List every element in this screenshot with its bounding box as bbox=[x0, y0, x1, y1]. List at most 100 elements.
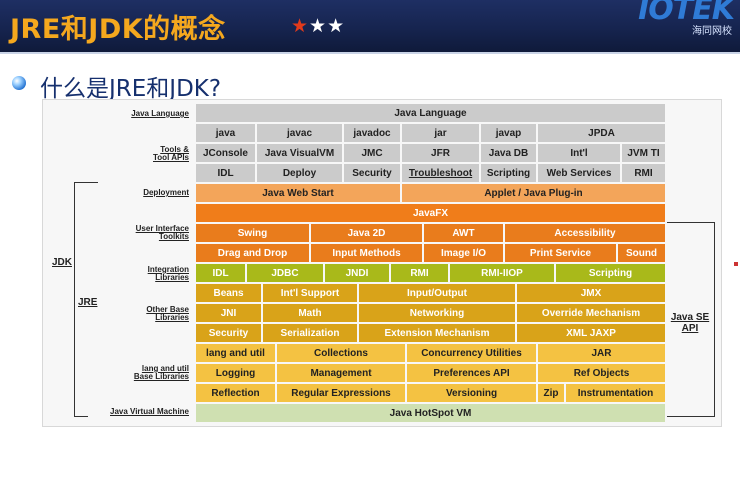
label-integration-2: Libraries bbox=[155, 273, 189, 282]
cell-scripting: Scripting bbox=[555, 263, 666, 283]
cell-javadoc: javadoc bbox=[343, 123, 401, 143]
cell-java-db: Java DB bbox=[480, 143, 537, 163]
cell-jvm-ti: JVM TI bbox=[621, 143, 666, 163]
cell-java-web-start: Java Web Start bbox=[195, 183, 401, 203]
label-other-base-1: Other Base bbox=[146, 305, 189, 314]
cell-intl: Int'l bbox=[537, 143, 621, 163]
java-se-api-label-1: Java SE bbox=[670, 312, 710, 323]
cell-input-output: Input/Output bbox=[358, 283, 516, 303]
cell-collections: Collections bbox=[276, 343, 406, 363]
cell-awt: AWT bbox=[423, 223, 504, 243]
java-se-api-bracket-bottom bbox=[667, 416, 715, 417]
cell-ref-objects: Ref Objects bbox=[537, 363, 666, 383]
java-platform-diagram: Java Language Tools & Tool APIs Deployme… bbox=[42, 99, 722, 427]
logo-mark: IOTEK bbox=[638, 0, 735, 27]
cell-java-2d: Java 2D bbox=[310, 223, 423, 243]
cell-drag-and-drop: Drag and Drop bbox=[195, 243, 310, 263]
java-se-api-bracket bbox=[714, 222, 715, 416]
cell-preferences-api: Preferences API bbox=[406, 363, 537, 383]
label-other-base-2: Libraries bbox=[155, 313, 189, 322]
cell-java-visualvm: Java VisualVM bbox=[256, 143, 343, 163]
cell-java: java bbox=[195, 123, 256, 143]
cell-networking: Networking bbox=[358, 303, 516, 323]
cell-troubleshoot: Troubleshoot bbox=[401, 163, 480, 183]
cell-serialization: Serialization bbox=[262, 323, 358, 343]
label-tools-1: Tools & bbox=[160, 145, 189, 154]
cell-deploy: Deploy bbox=[256, 163, 343, 183]
cell-jni: JNI bbox=[195, 303, 262, 323]
cell-logging: Logging bbox=[195, 363, 276, 383]
cell-concurrency-utilities: Concurrency Utilities bbox=[406, 343, 537, 363]
brand-logo: IOTEK 海同网校 bbox=[624, 0, 740, 37]
cell-instrumentation: Instrumentation bbox=[565, 383, 666, 403]
cell-reflection: Reflection bbox=[195, 383, 276, 403]
jdk-label: JDK bbox=[52, 257, 73, 268]
cell-image-io: Image I/O bbox=[423, 243, 504, 263]
label-java-language: Java Language bbox=[131, 109, 189, 118]
star-icon: ★ bbox=[309, 16, 328, 37]
cell-jar: JAR bbox=[537, 343, 666, 363]
cell-idl-tools: IDL bbox=[195, 163, 256, 183]
cell-jfr: JFR bbox=[401, 143, 480, 163]
cell-applet-plugin: Applet / Java Plug-in bbox=[401, 183, 666, 203]
cell-javac: javac bbox=[256, 123, 343, 143]
label-integration-1: Integration bbox=[147, 265, 189, 274]
cell-jpda: JPDA bbox=[537, 123, 666, 143]
section-heading: 什么是JRE和JDK? bbox=[40, 76, 222, 102]
label-ui-toolkits-1: User Interface bbox=[135, 224, 189, 233]
cell-versioning: Versioning bbox=[406, 383, 537, 403]
cell-security: Security bbox=[195, 323, 262, 343]
cell-jmc: JMC bbox=[343, 143, 401, 163]
cell-java-hotspot-vm: Java HotSpot VM bbox=[195, 403, 666, 423]
cell-jar: jar bbox=[401, 123, 480, 143]
cell-override-mechanism: Override Mechanism bbox=[516, 303, 666, 323]
cell-idl: IDL bbox=[195, 263, 246, 283]
label-ui-toolkits-2: Toolkits bbox=[158, 232, 189, 241]
jdk-bracket bbox=[74, 182, 75, 417]
cell-regular-expressions: Regular Expressions bbox=[276, 383, 406, 403]
cell-intl-support: Int'l Support bbox=[262, 283, 358, 303]
cell-accessibility: Accessibility bbox=[504, 223, 666, 243]
cell-xml-jaxp: XML JAXP bbox=[516, 323, 666, 343]
label-lang-util-1: lang and util bbox=[141, 364, 189, 373]
cell-management: Management bbox=[276, 363, 406, 383]
cell-jndi: JNDI bbox=[324, 263, 390, 283]
title-bar: JRE和JDK的概念 ★★★ IOTEK 海同网校 bbox=[0, 0, 740, 52]
header-divider bbox=[0, 52, 740, 54]
cell-jmx: JMX bbox=[516, 283, 666, 303]
label-tools-2: Tool APIs bbox=[153, 153, 189, 162]
cell-jconsole: JConsole bbox=[195, 143, 256, 163]
label-jvm: Java Virtual Machine bbox=[110, 407, 189, 416]
cell-security-tools: Security bbox=[343, 163, 401, 183]
cell-scripting-tools: Scripting bbox=[480, 163, 537, 183]
bullet-icon bbox=[12, 76, 26, 90]
cell-zip: Zip bbox=[537, 383, 565, 403]
red-marker bbox=[734, 262, 738, 266]
cell-input-methods: Input Methods bbox=[310, 243, 423, 263]
cell-rmi: RMI bbox=[390, 263, 449, 283]
difficulty-stars: ★★★ bbox=[291, 15, 345, 38]
jdk-bracket-top bbox=[74, 182, 98, 183]
cell-javap: javap bbox=[480, 123, 537, 143]
cell-web-services: Web Services bbox=[537, 163, 621, 183]
java-se-api-bracket-top bbox=[667, 222, 715, 223]
cell-sound: Sound bbox=[617, 243, 666, 263]
label-lang-util-2: Base Libraries bbox=[133, 372, 189, 381]
slide-title: JRE和JDK的概念 bbox=[10, 14, 226, 45]
star-icon: ★ bbox=[327, 16, 346, 37]
jre-label: JRE bbox=[78, 297, 98, 308]
cell-rmi-tools: RMI bbox=[621, 163, 666, 183]
java-se-api-label-2: API bbox=[681, 323, 699, 334]
cell-jdbc: JDBC bbox=[246, 263, 324, 283]
cell-swing: Swing bbox=[195, 223, 310, 243]
jdk-bracket-bottom bbox=[74, 416, 88, 417]
label-deployment: Deployment bbox=[143, 188, 189, 197]
star-icon: ★ bbox=[291, 16, 310, 37]
cell-rmi-iiop: RMI-IIOP bbox=[449, 263, 555, 283]
cell-javafx: JavaFX bbox=[195, 203, 666, 223]
cell-print-service: Print Service bbox=[504, 243, 617, 263]
cell-beans: Beans bbox=[195, 283, 262, 303]
cell-lang-and-util: lang and util bbox=[195, 343, 276, 363]
cell-java-language: Java Language bbox=[195, 103, 666, 123]
cell-extension-mechanism: Extension Mechanism bbox=[358, 323, 516, 343]
